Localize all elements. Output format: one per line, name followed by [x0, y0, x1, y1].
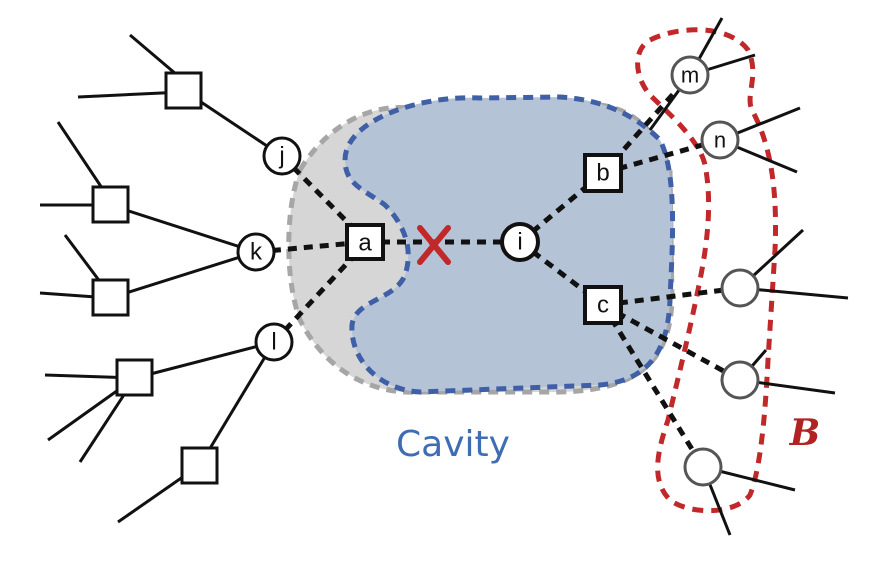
node-label-a: a: [358, 230, 372, 257]
square-node-b: b: [583, 153, 623, 193]
square-node-c: c: [583, 285, 623, 325]
node-label-c: c: [597, 292, 609, 319]
unlabeled-square-nodes: [91, 71, 219, 485]
node-label-k: k: [250, 239, 263, 266]
node-label-n: n: [714, 128, 726, 153]
boundary-region: [635, 27, 778, 514]
node-label-b: b: [596, 160, 609, 187]
circle-node-l: l: [254, 322, 294, 362]
circle-node-i: i: [500, 222, 540, 262]
unlabeled-boundary-nodes: [683, 268, 760, 487]
node-label-m: m: [681, 63, 699, 88]
circle-node-k: k: [236, 232, 276, 272]
cavity-label: Cavity: [396, 424, 510, 465]
node-label-j: j: [278, 143, 284, 170]
circle-node-j: j: [262, 136, 302, 176]
square-node-a: a: [345, 223, 385, 261]
boundary-label: B: [789, 412, 820, 454]
removed-edge-marker: [417, 225, 451, 265]
circle-node-m: m: [670, 55, 710, 95]
circle-node-n: n: [700, 120, 740, 160]
node-label-l: l: [271, 329, 276, 356]
node-label-i: i: [517, 229, 522, 256]
